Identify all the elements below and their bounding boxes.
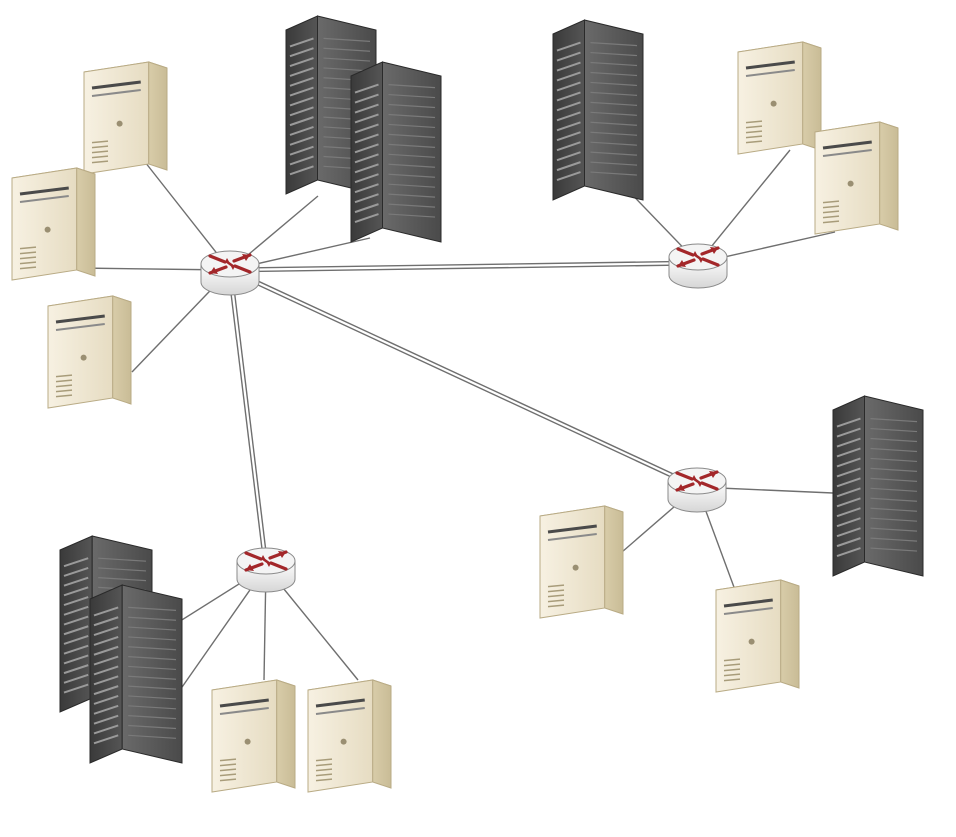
trunk-link bbox=[229, 260, 699, 273]
server-link bbox=[144, 161, 231, 271]
server-link bbox=[697, 149, 791, 264]
rack-server-icon bbox=[552, 19, 644, 201]
tower-server-icon bbox=[715, 579, 800, 693]
trunk-link bbox=[227, 269, 269, 568]
rack-server-icon bbox=[832, 395, 924, 577]
router-icon bbox=[236, 547, 296, 593]
trunk-link bbox=[228, 267, 699, 490]
rack-server-icon bbox=[350, 61, 442, 243]
tower-server-icon bbox=[737, 41, 822, 155]
tower-server-icon bbox=[814, 121, 899, 235]
router-icon bbox=[667, 467, 727, 513]
tower-server-icon bbox=[211, 679, 296, 793]
tower-server-icon bbox=[539, 505, 624, 619]
rack-server-icon bbox=[89, 584, 183, 764]
router-icon bbox=[200, 250, 260, 296]
tower-server-icon bbox=[307, 679, 392, 793]
tower-server-icon bbox=[47, 295, 132, 409]
router-icon bbox=[668, 243, 728, 289]
tower-server-icon bbox=[83, 61, 168, 175]
tower-server-icon bbox=[11, 167, 96, 281]
nodes-layer bbox=[11, 15, 924, 793]
